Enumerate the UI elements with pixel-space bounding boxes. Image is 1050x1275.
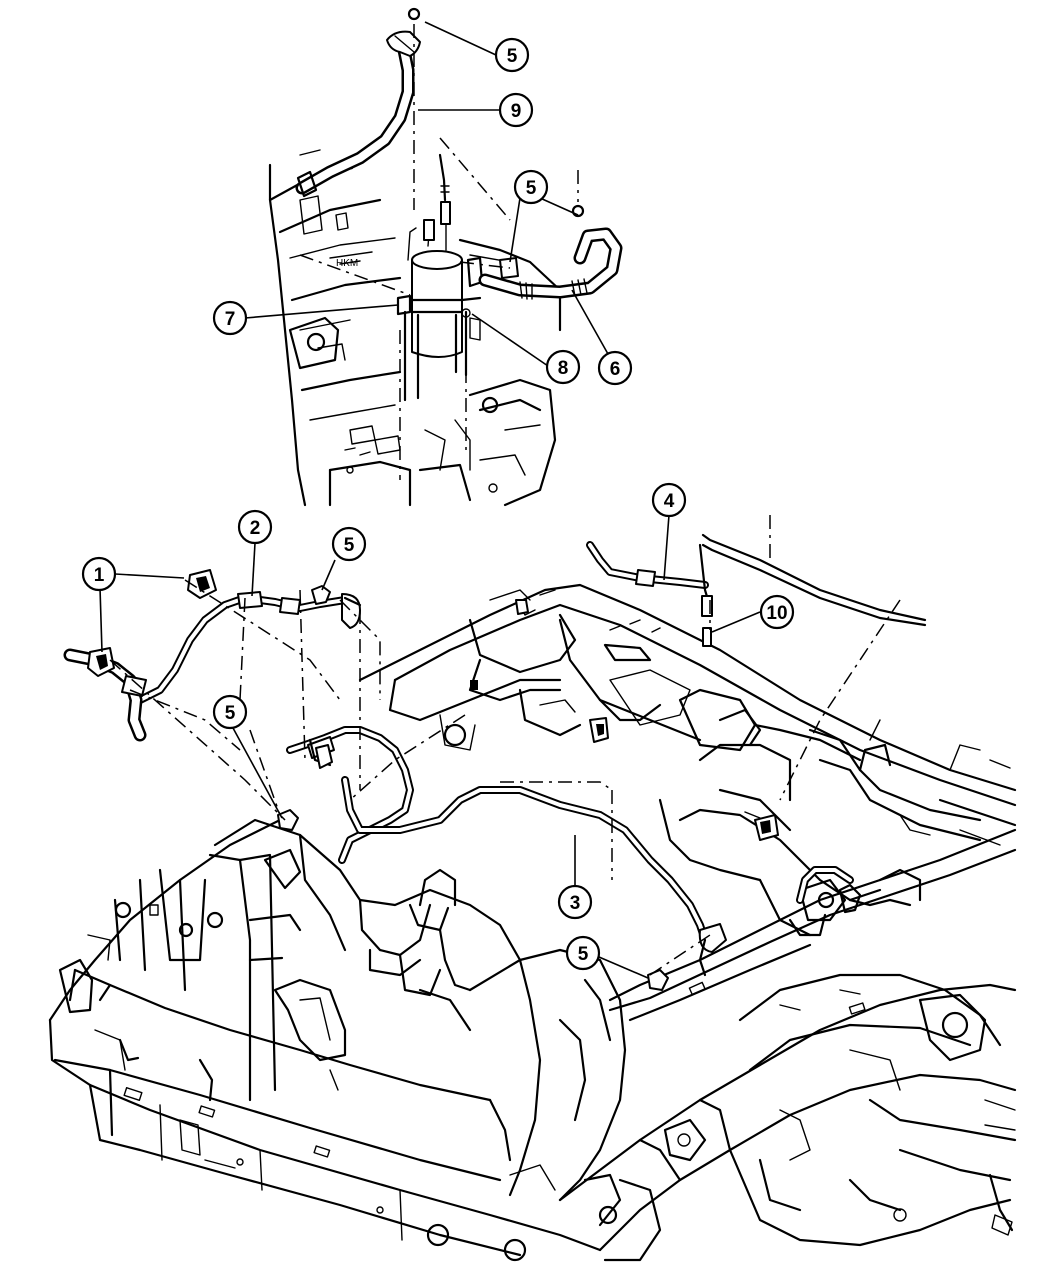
svg-text:5: 5 (507, 46, 518, 67)
hose-9 (295, 7, 421, 198)
assembly-lines (109, 515, 901, 976)
svg-text:5: 5 (225, 703, 236, 724)
svg-text:7: 7 (225, 309, 236, 330)
accumulator-inset: HKM (268, 7, 623, 507)
svg-text:4: 4 (664, 491, 675, 512)
svg-text:10: 10 (766, 603, 787, 624)
svg-text:3: 3 (570, 893, 581, 914)
callout-5-top: 5 (494, 37, 530, 73)
callout-5-bottom: 5 (565, 935, 601, 971)
accumulator-canister (396, 153, 484, 402)
svg-text:5: 5 (526, 178, 537, 199)
inset-body-panel: HKM (268, 149, 562, 507)
callout-6: 6 (597, 350, 633, 386)
svg-text:5: 5 (578, 944, 589, 965)
vehicle-front-structure (48, 583, 1017, 1262)
leader-lines (99, 21, 761, 979)
lower-fittings (277, 599, 779, 991)
svg-text:1: 1 (94, 565, 105, 586)
callout-5-low: 5 (331, 526, 367, 562)
svg-text:2: 2 (250, 518, 261, 539)
svg-text:HKM: HKM (336, 258, 358, 269)
svg-text:8: 8 (558, 358, 569, 379)
svg-text:5: 5 (344, 535, 355, 556)
callout-5-mid: 5 (513, 169, 549, 205)
callout-9: 9 (498, 92, 534, 128)
line-4-tube (586, 533, 927, 647)
svg-text:6: 6 (610, 359, 621, 380)
callout-2: 2 (237, 509, 273, 545)
callout-1: 1 (81, 556, 117, 592)
callout-8: 8 (545, 349, 581, 385)
svg-text:9: 9 (511, 101, 522, 122)
callout-5-left: 5 (212, 694, 248, 730)
callout-3: 3 (557, 884, 593, 920)
callout-10: 10 (759, 594, 795, 630)
callout-4: 4 (651, 482, 687, 518)
callout-7: 7 (212, 300, 248, 336)
compressor-area (788, 866, 862, 937)
